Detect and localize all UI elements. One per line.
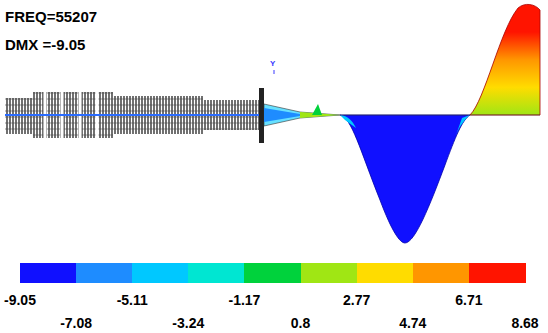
scale-swatch xyxy=(413,263,470,283)
scale-swatch xyxy=(188,263,245,283)
scale-swatch xyxy=(76,263,133,283)
scale-value: 0.8 xyxy=(291,315,310,331)
max-displacement-label: DMX =-9.05 xyxy=(5,36,85,53)
scale-value: 4.74 xyxy=(399,315,426,331)
frequency-label: FREQ=55207 xyxy=(5,8,97,25)
scale-swatch xyxy=(301,263,358,283)
scale-value: -3.24 xyxy=(172,315,204,331)
scale-swatch xyxy=(132,263,189,283)
scale-value: -9.05 xyxy=(4,292,36,308)
scale-value: -1.17 xyxy=(228,292,260,308)
scale-swatch xyxy=(357,263,414,283)
scale-value: 6.71 xyxy=(455,292,482,308)
axis-label: Y xyxy=(270,59,275,68)
scale-swatch xyxy=(469,263,526,283)
scale-swatch xyxy=(244,263,301,283)
scale-value: 8.68 xyxy=(511,315,538,331)
scale-value: -5.11 xyxy=(117,292,148,308)
scale-swatch xyxy=(20,263,77,283)
scale-value: -7.08 xyxy=(60,315,92,331)
scale-value: 2.77 xyxy=(343,292,370,308)
